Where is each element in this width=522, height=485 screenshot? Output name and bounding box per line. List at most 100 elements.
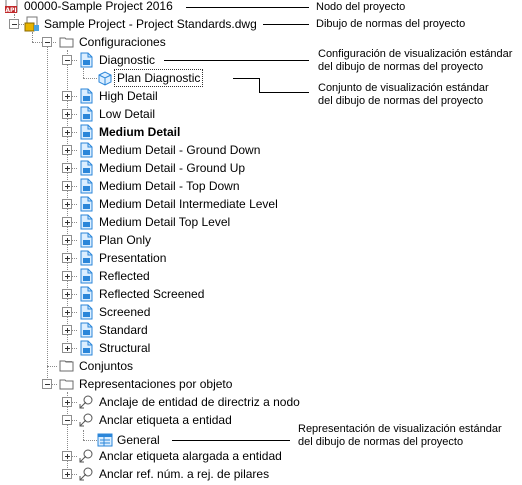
tree-guide [67, 60, 77, 61]
tree-node-configuration[interactable]: Plan Only [99, 233, 152, 247]
expand-toggle[interactable] [62, 451, 72, 461]
display-rep-icon [97, 432, 113, 448]
tree-guide [67, 204, 77, 205]
tree-guide [67, 330, 77, 331]
callout-standards-drawing: Dibujo de normas del proyecto [316, 18, 466, 30]
callout-display-set-1: Conjunto de visualización estándar [318, 82, 489, 94]
tree-guide [67, 420, 77, 421]
expand-toggle[interactable] [62, 163, 72, 173]
expand-toggle[interactable] [62, 469, 72, 479]
display-config-icon [78, 196, 94, 212]
collapse-toggle[interactable] [9, 19, 19, 29]
tree-node-configurations-folder[interactable]: Configuraciones [79, 35, 166, 49]
callout-display-configuration-2: del dibujo de normas del proyecto [318, 61, 484, 73]
folder-open-icon [59, 376, 75, 392]
tree-guide [83, 78, 97, 79]
tree-node-configuration[interactable]: High Detail [99, 89, 158, 103]
tree-node-configuration[interactable]: Low Detail [99, 107, 156, 121]
tree-node-sets-folder[interactable]: Conjuntos [79, 359, 134, 373]
expand-toggle[interactable] [62, 397, 72, 407]
tree-node-standards-drawing[interactable]: Sample Project - Project Standards.dwg [44, 17, 257, 31]
expand-toggle[interactable] [62, 91, 72, 101]
tree-node-object-rep[interactable]: Anclar ref. núm. a rej. de pilares [99, 467, 270, 481]
tree-guide [83, 440, 97, 441]
display-config-icon [78, 160, 94, 176]
tree-node-configuration[interactable]: Reflected Screened [99, 287, 205, 301]
expand-toggle[interactable] [62, 343, 72, 353]
tree-guide [67, 402, 77, 403]
tree-node-configuration[interactable]: Medium Detail - Ground Up [99, 161, 246, 175]
display-config-icon [78, 106, 94, 122]
anchor-icon [78, 412, 94, 428]
display-config-icon [78, 178, 94, 194]
expand-toggle[interactable] [62, 127, 72, 137]
callout-display-set-2: del dibujo de normas del proyecto [318, 95, 484, 107]
tree-node-configuration[interactable]: Medium Detail - Ground Down [99, 143, 261, 157]
tree-node-configuration[interactable]: Medium Detail - Top Down [99, 179, 240, 193]
tree-node-configuration[interactable]: Medium Detail Intermediate Level [99, 197, 278, 211]
folder-icon [59, 358, 75, 374]
expand-toggle[interactable] [62, 253, 72, 263]
tree-guide [67, 222, 77, 223]
tree-guide [67, 348, 77, 349]
display-config-icon [78, 250, 94, 266]
tree-guide [47, 366, 57, 367]
expand-toggle[interactable] [62, 307, 72, 317]
expand-toggle[interactable] [62, 181, 72, 191]
tree-node-object-rep[interactable]: Anclaje de entidad de directriz a nodo [99, 395, 300, 409]
callout-leader [259, 92, 309, 93]
display-config-icon [78, 304, 94, 320]
expand-toggle[interactable] [62, 235, 72, 245]
expand-toggle[interactable] [62, 325, 72, 335]
tree-guide [67, 114, 77, 115]
collapse-toggle[interactable] [42, 37, 52, 47]
tree-node-object-rep[interactable]: Anclar etiqueta alargada a entidad [99, 449, 282, 463]
expand-toggle[interactable] [62, 271, 72, 281]
project-icon: API [4, 0, 20, 14]
display-config-icon [78, 340, 94, 356]
collapse-toggle[interactable] [42, 379, 52, 389]
tree-guide [14, 24, 24, 25]
expand-toggle[interactable] [62, 109, 72, 119]
expand-toggle[interactable] [62, 145, 72, 155]
expand-toggle[interactable] [62, 289, 72, 299]
tree-node-configuration[interactable]: Structural [99, 341, 151, 355]
callout-display-rep-1: Representación de visualización estándar [298, 423, 502, 435]
tree-guide [83, 68, 84, 78]
tree-guide [67, 240, 77, 241]
tree-guide [67, 132, 77, 133]
tree-guide [67, 474, 77, 475]
anchor-icon [78, 448, 94, 464]
folder-open-icon [59, 34, 75, 50]
display-config-icon [78, 124, 94, 140]
expand-toggle[interactable] [62, 199, 72, 209]
tree-node-object-reps-folder[interactable]: Representaciones por objeto [79, 377, 233, 391]
tree-node-configuration[interactable]: Reflected [99, 269, 150, 283]
callout-leader [172, 440, 290, 441]
tree-node-configuration[interactable]: Medium Detail [99, 125, 181, 139]
tree-guide [67, 456, 77, 457]
display-config-icon [78, 142, 94, 158]
tree-node-configuration[interactable]: Screened [99, 305, 151, 319]
tree-node-configuration[interactable]: Standard [99, 323, 148, 337]
tree-node-general[interactable]: General [117, 433, 160, 447]
tree-guide [67, 96, 77, 97]
tree-node-object-rep[interactable]: Anclar etiqueta a entidad [99, 413, 232, 427]
tree-node-project[interactable]: 00000-Sample Project 2016 [24, 0, 173, 13]
dwg-file-icon [24, 16, 40, 32]
display-config-icon [78, 268, 94, 284]
tree-node-configuration[interactable]: Diagnostic [99, 53, 156, 67]
tree-guide [32, 32, 33, 42]
svg-text:API: API [5, 7, 16, 14]
collapse-toggle[interactable] [62, 415, 72, 425]
tree-node-configuration[interactable]: Medium Detail Top Level [99, 215, 231, 229]
tree-guide [67, 186, 77, 187]
display-config-icon [78, 286, 94, 302]
collapse-toggle[interactable] [62, 55, 72, 65]
tree-node-configuration[interactable]: Presentation [99, 251, 167, 265]
callout-leader [259, 78, 260, 93]
tree-guide [47, 42, 48, 384]
expand-toggle[interactable] [62, 217, 72, 227]
tree-node-plan-diagnostic[interactable]: Plan Diagnostic [114, 69, 204, 87]
